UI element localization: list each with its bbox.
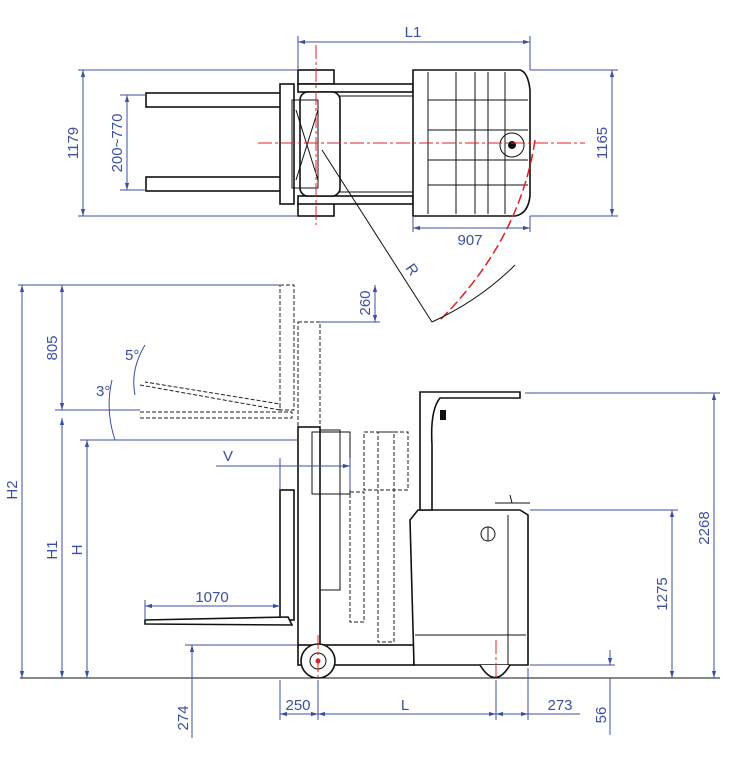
dim-274: 274 [175,705,192,730]
dim-wheelbase-l: L [401,697,409,714]
dim-805: 805 [44,335,61,360]
dim-reach-v: V [223,448,233,465]
dim-radius: R [402,261,422,280]
top-view [145,45,585,323]
dim-1165: 1165 [594,127,611,159]
radius-line [321,149,433,323]
dim-h1: H1 [44,540,61,559]
dim-56: 56 [593,707,610,724]
chassis-side [409,509,529,666]
fork-top [145,92,283,108]
dim-1179: 1179 [65,127,82,159]
mast [297,426,321,648]
dim-1275: 1275 [654,577,671,610]
fork-side [144,616,294,626]
dim-1070: 1070 [195,589,228,606]
dim-273: 273 [547,697,572,714]
steering-wheel-icon [499,132,525,158]
dim-fork-spread: 200~770 [109,114,126,173]
dim-2268: 2268 [696,511,713,544]
fork-carriage [279,83,295,205]
drive-wheel [479,664,511,679]
fork-bottom [145,176,283,192]
dim-h: H [69,545,86,556]
dim-tilt-back: 5° [125,347,139,364]
turning-arc [439,139,536,321]
dim-250: 250 [285,697,310,714]
side-view-dimensions: H2 805 H1 H 260 5° 3° V 2268 1275 1070 2… [4,284,720,738]
dim-260: 260 [357,290,374,315]
dim-h2: H2 [4,480,21,499]
dim-907: 907 [457,232,482,249]
top-view-dimensions: L1 1179 200~770 1165 907 R [65,24,618,279]
mast-top [299,91,341,197]
dim-tilt-forward: 3° [96,383,110,400]
overhead-guard [419,391,521,511]
dim-l1: L1 [405,24,422,41]
fork-carriage-side [279,489,295,621]
side-view [20,284,720,700]
